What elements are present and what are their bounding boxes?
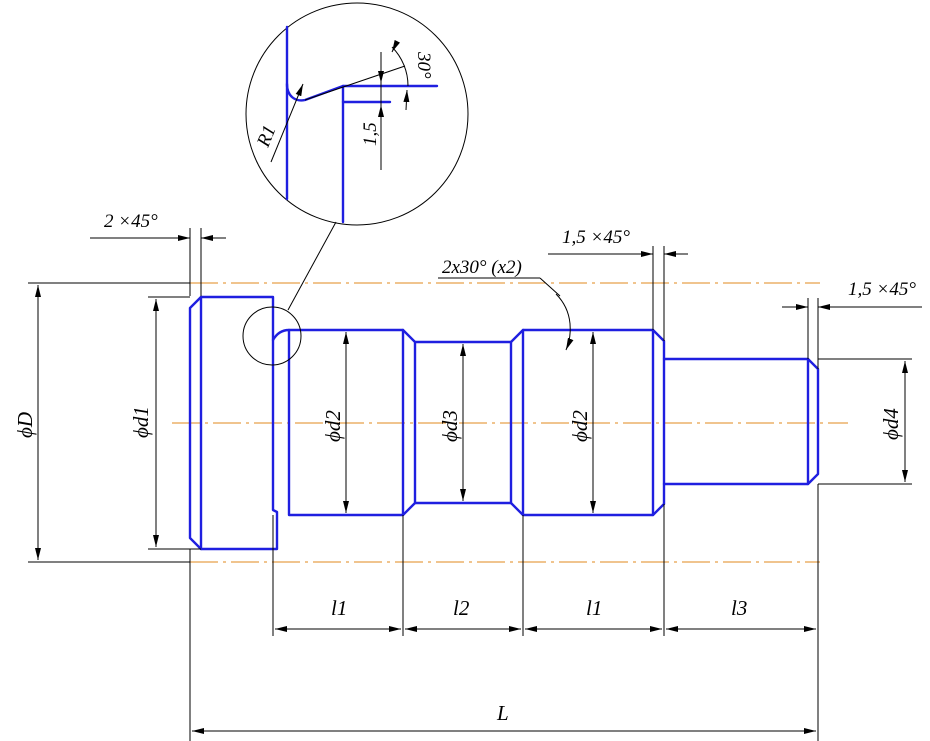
section-d2-right — [509, 328, 666, 517]
chamfer-left-label: 2 ×45° — [104, 211, 158, 232]
len-l1-right-label: l1 — [586, 596, 602, 620]
dia-d1-label: ϕd1 — [129, 406, 153, 438]
dia-d2-left-label: ϕd2 — [321, 410, 345, 442]
detail-angle-arc — [391, 46, 409, 87]
dia-D-label: ϕD — [13, 412, 37, 438]
length-dimensions: l1 l2 l1 l3 L — [189, 484, 819, 741]
detail-circle-small — [242, 306, 302, 366]
detail-leader — [287, 221, 337, 311]
section-d3 — [413, 340, 513, 505]
groove-chamfer-pointer — [539, 277, 561, 297]
len-l1-left-label: l1 — [331, 596, 347, 620]
chamfer-right-label: 1,5 ×45° — [848, 279, 916, 300]
len-l2-label: l2 — [453, 596, 470, 620]
chamfer-callouts: 2 ×45° 1,5 ×45° 2x30° (x2) 1,5 ×45° — [90, 211, 922, 369]
chamfer-mid-label: 1,5 ×45° — [562, 227, 630, 248]
detail-angle-arrow-a — [391, 39, 401, 53]
detail-depth-label: 1,5 — [360, 122, 381, 146]
detail-angle-label: 30° — [413, 51, 434, 79]
detail-callout: R1 1,5 30° — [242, 2, 469, 366]
dia-d2-right-label: ϕd2 — [568, 410, 592, 442]
detail-angle-ray — [304, 65, 406, 101]
detail-radius-label: R1 — [253, 122, 281, 150]
detail-angle-arrow-b — [403, 89, 410, 111]
groove-chamfer-arc — [555, 293, 574, 351]
detail-circle-large — [245, 2, 469, 226]
dia-d4-label: ϕd4 — [879, 408, 903, 440]
groove-chamfer-label: 2x30° (x2) — [442, 257, 522, 278]
undercut-groove — [271, 328, 291, 342]
shaft-outline — [188, 295, 820, 551]
diameter-dimensions: ϕD ϕd1 ϕd2 ϕd3 ϕd2 ϕd4 — [13, 282, 912, 563]
len-L-label: L — [496, 701, 509, 725]
detail-radius-leader — [270, 83, 304, 163]
dia-d3-label: ϕd3 — [438, 410, 462, 442]
len-l3-label: l3 — [731, 596, 747, 620]
section-d4 — [662, 357, 820, 486]
head-outline — [188, 295, 279, 551]
